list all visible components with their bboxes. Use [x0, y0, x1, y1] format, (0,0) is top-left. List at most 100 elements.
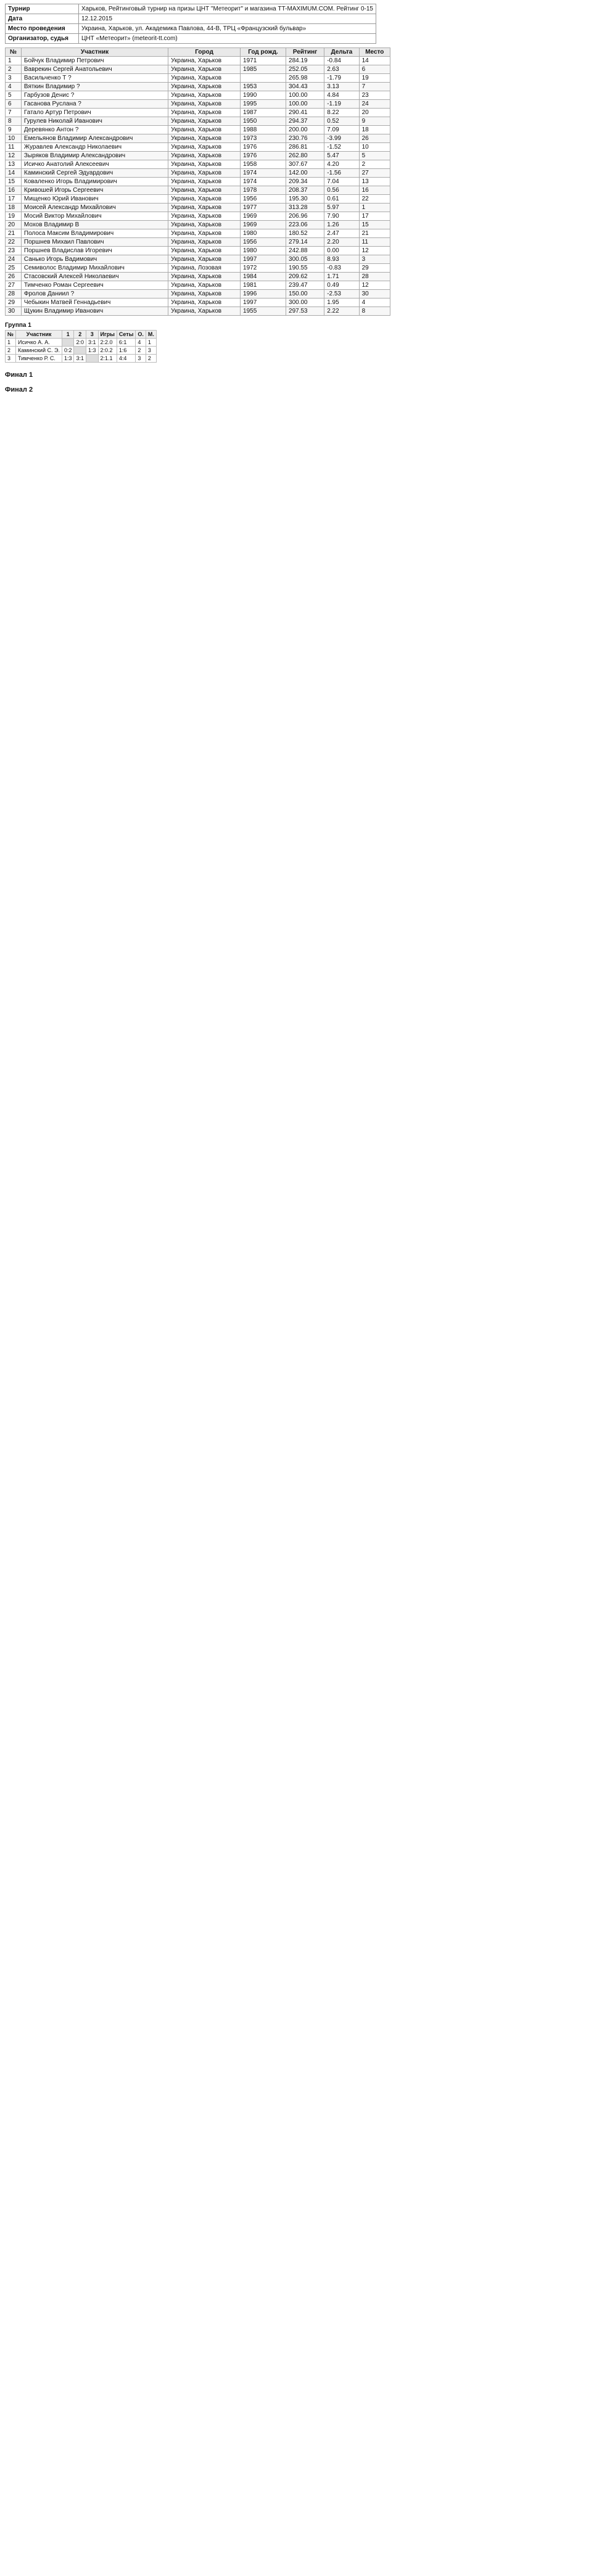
- table-cell: Украина, Харьков: [168, 281, 241, 290]
- table-cell: 5: [5, 91, 22, 100]
- table-cell: 1.95: [324, 298, 360, 307]
- meta-value: ЦНТ «Метеорит» (meteorit-tt.com): [78, 33, 376, 44]
- table-cell: Моисей Александр Михайлович: [20, 203, 169, 212]
- table-cell: 239.47: [286, 281, 325, 290]
- table-cell: 100.00: [286, 99, 325, 109]
- table-cell: -0.84: [324, 56, 360, 65]
- table-cell: Украина, Харьков: [168, 108, 241, 117]
- table-cell: 30: [5, 307, 22, 316]
- table-cell: Бойчук Владимир Петрович: [20, 56, 169, 65]
- meta-label: Дата: [5, 14, 79, 24]
- table-cell: 1990: [240, 91, 287, 100]
- table-cell: 15: [5, 177, 22, 186]
- table-cell: 3: [358, 255, 391, 264]
- table-cell: Семиволос Владимир Михайлович: [20, 263, 169, 273]
- group-cell: 3: [135, 354, 146, 363]
- table-cell: 3: [5, 73, 22, 83]
- table-cell: 2: [358, 160, 391, 169]
- table-cell: 1972: [240, 263, 287, 273]
- table-cell: 300.05: [286, 255, 325, 264]
- table-cell: 2.63: [324, 65, 360, 74]
- table-cell: 286.81: [286, 142, 325, 152]
- table-cell: 22: [5, 237, 22, 247]
- table-cell: -1.79: [324, 73, 360, 83]
- group-cell: 2: [145, 354, 157, 363]
- group-cell: [61, 338, 75, 347]
- table-cell: 1981: [240, 281, 287, 290]
- table-cell: 23: [358, 91, 391, 100]
- table-cell: 14: [5, 168, 22, 178]
- table-cell: Украина, Харьков: [168, 186, 241, 195]
- table-cell: 7.04: [324, 177, 360, 186]
- table-cell: 28: [358, 272, 391, 281]
- table-cell: 230.76: [286, 134, 325, 143]
- table-cell: 208.37: [286, 186, 325, 195]
- table-cell: 1976: [240, 151, 287, 160]
- group-cell: 1:3: [61, 354, 75, 363]
- table-cell: 190.55: [286, 263, 325, 273]
- table-cell: Украина, Харьков: [168, 160, 241, 169]
- table-cell: Украина, Харьков: [168, 255, 241, 264]
- group-cell: 1: [145, 338, 157, 347]
- table-cell: 294.37: [286, 117, 325, 126]
- table-cell: 10: [5, 134, 22, 143]
- table-cell: Украина, Харьков: [168, 168, 241, 178]
- table-cell: Украина, Харьков: [168, 73, 241, 83]
- table-cell: 0.52: [324, 117, 360, 126]
- table-cell: Украина, Харьков: [168, 289, 241, 298]
- table-cell: 9: [358, 117, 391, 126]
- table-cell: 27: [5, 281, 22, 290]
- table-cell: 150.00: [286, 289, 325, 298]
- group-cell: 4: [135, 338, 146, 347]
- table-cell: Украина, Лозовая: [168, 263, 241, 273]
- table-cell: 1987: [240, 108, 287, 117]
- table-cell: 297.53: [286, 307, 325, 316]
- table-cell: Украина, Харьков: [168, 246, 241, 255]
- table-cell: 8.22: [324, 108, 360, 117]
- group-cell: [73, 346, 86, 355]
- table-cell: 6: [5, 99, 22, 109]
- table-cell: [240, 73, 287, 83]
- table-cell: 1995: [240, 99, 287, 109]
- table-cell: 1958: [240, 160, 287, 169]
- table-cell: Украина, Харьков: [168, 203, 241, 212]
- table-cell: Каминский Сергей Эдуардович: [20, 168, 169, 178]
- group-cell: 3: [4, 354, 17, 363]
- table-cell: Поршнев Михаил Павлович: [20, 237, 169, 247]
- table-cell: Санько Игорь Вадимович: [20, 255, 169, 264]
- table-cell: 0.00: [324, 246, 360, 255]
- table-cell: 21: [5, 229, 22, 238]
- table-cell: 14: [358, 56, 391, 65]
- table-cell: Поршнев Владислав Игоревич: [20, 246, 169, 255]
- table-cell: 242.88: [286, 246, 325, 255]
- table-cell: Гатало Артур Петрович: [20, 108, 169, 117]
- table-cell: 17: [358, 212, 391, 221]
- table-cell: 1955: [240, 307, 287, 316]
- table-cell: 1973: [240, 134, 287, 143]
- table-cell: Украина, Харьков: [168, 91, 241, 100]
- table-cell: Ваврекин Сергей Анатольевич: [20, 65, 169, 74]
- group-cell: 2:2.0: [97, 338, 117, 347]
- table-cell: Украина, Харьков: [168, 229, 241, 238]
- table-cell: 1: [358, 203, 391, 212]
- table-cell: Кривошей Игорь Сергеевич: [20, 186, 169, 195]
- participants-header-cell: Год рожд.: [240, 47, 287, 57]
- table-cell: 1996: [240, 289, 287, 298]
- table-cell: 1985: [240, 65, 287, 74]
- table-cell: 1956: [240, 237, 287, 247]
- table-cell: 1.71: [324, 272, 360, 281]
- group-header-cell: Игры: [97, 330, 117, 339]
